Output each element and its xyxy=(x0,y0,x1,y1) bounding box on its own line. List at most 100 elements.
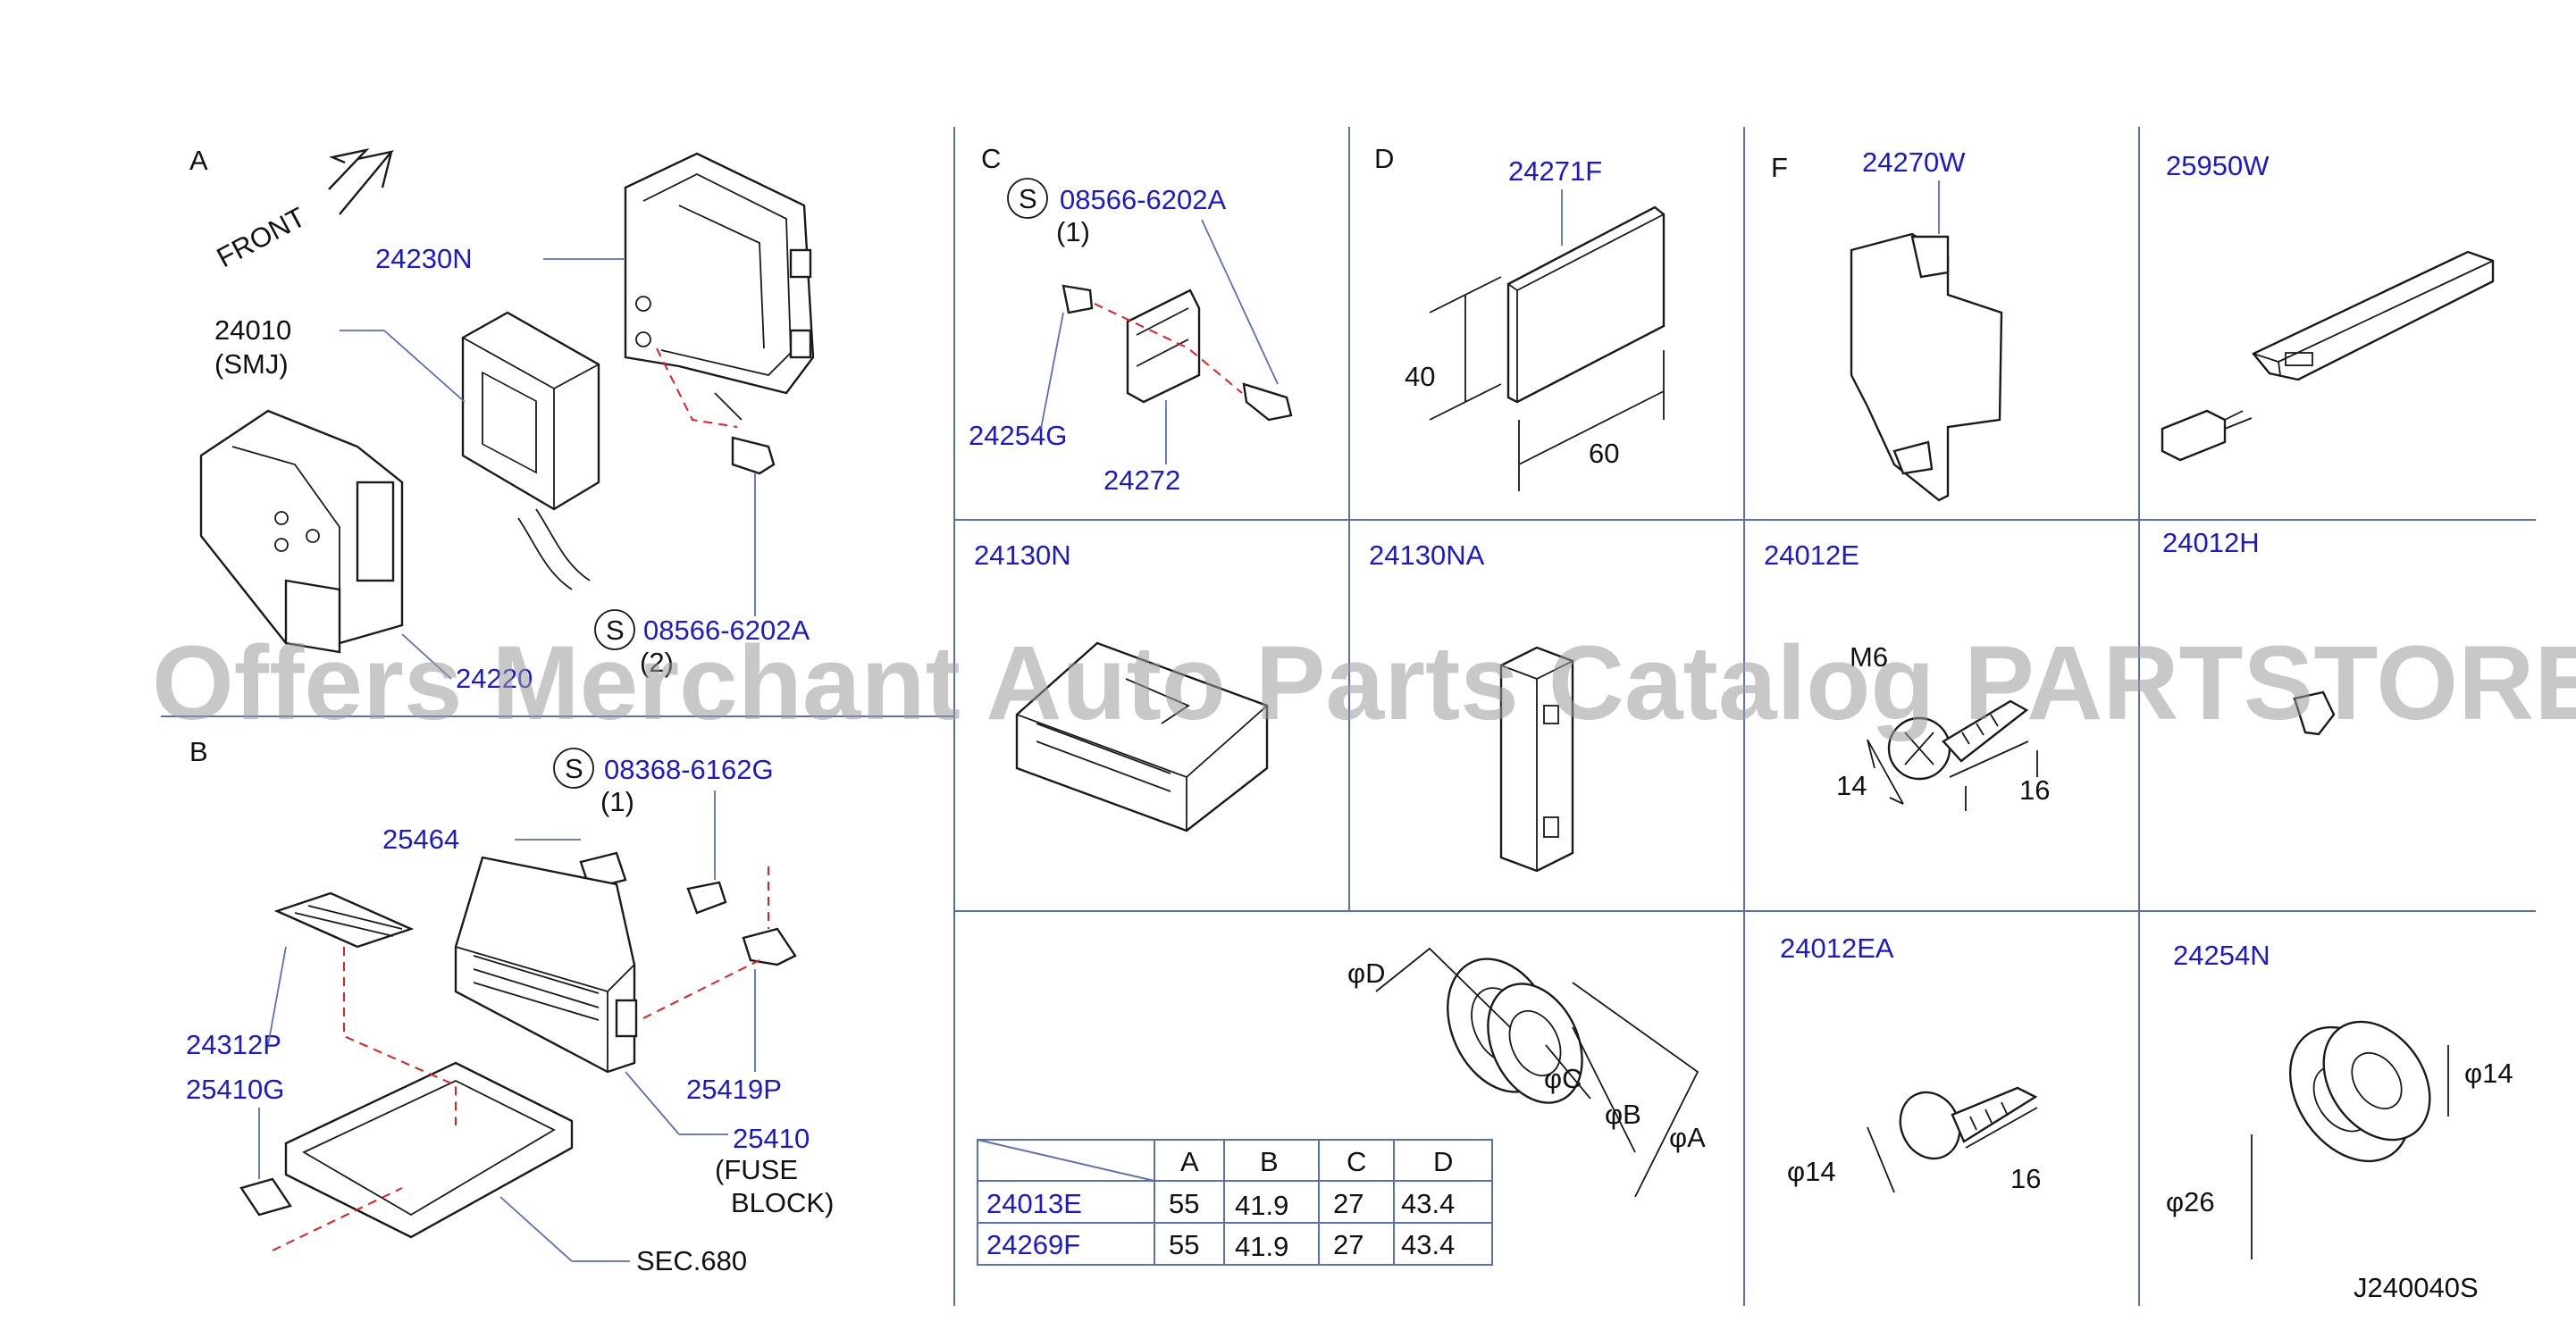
tray-sec680 xyxy=(284,1061,574,1239)
section-b-letter: B xyxy=(189,736,208,767)
screw-24012e xyxy=(1887,699,2029,781)
table-row-2-c: 27 xyxy=(1333,1229,1364,1260)
bolt-c xyxy=(1242,382,1293,422)
section-d: D 24271F 40 60 xyxy=(1374,143,1666,491)
bracket-24272 xyxy=(1126,289,1201,404)
label-25419p: 25419P xyxy=(686,1074,782,1105)
section-c-letter: C xyxy=(981,143,1001,174)
table-header-a: A xyxy=(1180,1146,1199,1177)
label-25464: 25464 xyxy=(382,824,459,855)
svg-text:S: S xyxy=(1019,183,1037,214)
retainer-24270w xyxy=(1850,232,2003,502)
connector-24130na xyxy=(1499,646,1574,873)
screw-symbol-icon: S xyxy=(1007,178,1048,219)
dim-phi26-n: φ26 xyxy=(2166,1186,2215,1217)
row3: φD φC φB φA A B C D 24013E 55 41.9 27 43… xyxy=(977,933,2513,1266)
section-g: 25950W xyxy=(2161,150,2495,462)
table-row-1-a: 55 xyxy=(1169,1188,1199,1219)
dim-phib: φB xyxy=(1605,1099,1641,1130)
label-24272: 24272 xyxy=(1103,464,1180,496)
section-f-letter: F xyxy=(1771,152,1788,183)
table-row-1-b: 41.9 xyxy=(1235,1190,1288,1221)
bolt-b xyxy=(686,881,727,915)
dim-phi14-n: φ14 xyxy=(2464,1058,2513,1089)
row2: 24130N 24130NA 24012E M6 14 16 24012H xyxy=(974,527,2336,873)
front-label: FRONT xyxy=(212,201,311,273)
label-qty-2: (2) xyxy=(640,647,674,678)
table-header-b: B xyxy=(1260,1146,1279,1177)
screw-24012ea xyxy=(1899,1086,2038,1160)
bracket-24230n xyxy=(624,152,815,395)
dim-60: 60 xyxy=(1589,438,1619,469)
dim-40: 40 xyxy=(1405,361,1435,392)
dim-16-ea: 16 xyxy=(2010,1163,2041,1194)
table-header-c: C xyxy=(1347,1146,1366,1177)
label-block: BLOCK) xyxy=(731,1187,834,1218)
table-row-2-part: 24269F xyxy=(986,1229,1080,1260)
table-row-1-c: 27 xyxy=(1333,1188,1364,1219)
smj-connector-24010 xyxy=(461,311,600,590)
section-c: C S 08566-6202A (1) 24254G 24272 xyxy=(969,143,1293,496)
label-08566-6202a-c: 08566-6202A xyxy=(1060,184,1226,215)
label-smj: (SMJ) xyxy=(214,348,289,380)
dim-phia: φA xyxy=(1669,1122,1706,1153)
dimension-table: A B C D 24013E 55 41.9 27 43.4 24269F 55… xyxy=(977,1139,1493,1266)
label-qty-1-c: (1) xyxy=(1056,216,1090,247)
label-24130n: 24130N xyxy=(974,540,1071,571)
puller-25410g xyxy=(239,1177,292,1217)
label-24012ea: 24012EA xyxy=(1780,933,1894,964)
pad-24271f xyxy=(1506,205,1666,404)
label-24230n: 24230N xyxy=(375,243,473,274)
bolt-08566-6202a-a xyxy=(714,392,776,475)
svg-text:S: S xyxy=(606,615,625,646)
label-24012e: 24012E xyxy=(1764,540,1859,571)
label-24254g: 24254G xyxy=(969,420,1067,451)
label-08566-6202a-a: 08566-6202A xyxy=(643,615,810,646)
label-25410g: 25410G xyxy=(186,1074,284,1105)
relay-bracket-24220 xyxy=(199,409,404,654)
front-arrow-icon xyxy=(328,148,395,215)
label-qty-1-b: (1) xyxy=(600,786,634,817)
grid-lines xyxy=(161,127,2536,1306)
dim-phi14-ea: φ14 xyxy=(1787,1156,1836,1187)
label-25410: 25410 xyxy=(733,1123,810,1154)
screw-symbol-icon: S xyxy=(594,609,635,650)
label-24012h: 24012H xyxy=(2162,527,2260,558)
dim-phic: φC xyxy=(1544,1063,1582,1094)
section-b: B S 08368-6162G (1) 25464 25410 (FUSE BL… xyxy=(186,736,834,1276)
bracket-25419p xyxy=(742,927,797,966)
dim-14-e: 14 xyxy=(1836,770,1867,801)
label-24254n: 24254N xyxy=(2173,940,2270,971)
watermark-text: Offers Merchant Auto Parts Catalog PARTS… xyxy=(152,624,2576,742)
dim-16-e: 16 xyxy=(2019,774,2050,806)
table-row-2-d: 43.4 xyxy=(1401,1229,1455,1260)
label-24220-partial: 24220 xyxy=(456,663,533,694)
table-row-2-a: 55 xyxy=(1169,1229,1199,1260)
label-m6: M6 xyxy=(1850,641,1888,673)
label-sec680: SEC.680 xyxy=(636,1245,747,1276)
label-fuse: (FUSE xyxy=(715,1154,798,1185)
table-row-2-b: 41.9 xyxy=(1235,1231,1288,1262)
clip-24254g xyxy=(1061,284,1094,314)
label-24010: 24010 xyxy=(214,314,291,346)
dim-phid: φD xyxy=(1347,958,1386,989)
diagram-id: J240040S xyxy=(2354,1272,2479,1303)
label-24312p: 24312P xyxy=(186,1029,281,1060)
table-row-1-part: 24013E xyxy=(986,1188,1082,1219)
clip-24012h xyxy=(2293,690,2336,736)
screw-symbol-icon: S xyxy=(553,748,594,789)
label-24130na: 24130NA xyxy=(1369,540,1485,571)
section-d-letter: D xyxy=(1374,143,1394,174)
section-f: F 24270W xyxy=(1771,146,2003,502)
fuse-card-24312p xyxy=(273,891,415,949)
section-a-letter: A xyxy=(189,145,208,176)
connector-25950w xyxy=(2161,250,2495,462)
fuse-block-25410 xyxy=(454,856,638,1074)
section-a: A FRONT 24230N 24010 (SMJ) xyxy=(189,145,815,694)
connector-24130n xyxy=(1015,641,1269,832)
label-24270w: 24270W xyxy=(1862,146,1966,178)
table-row-1-d: 43.4 xyxy=(1401,1188,1455,1219)
table-header-d: D xyxy=(1433,1146,1453,1177)
